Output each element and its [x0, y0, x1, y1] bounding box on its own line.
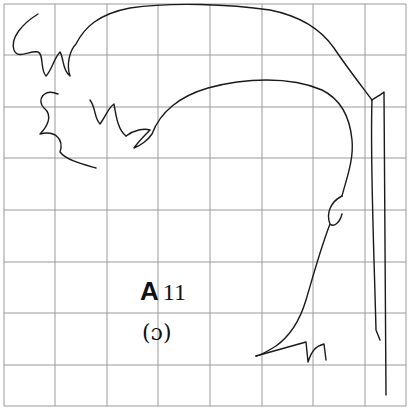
pharynx-wall [372, 92, 386, 395]
tongue [126, 80, 352, 196]
grid-horizontal [4, 4, 406, 406]
lower-teeth [90, 100, 126, 136]
figure-label: 11 [163, 280, 186, 304]
larynx [256, 342, 326, 362]
upper-lip-palate [13, 4, 372, 100]
outline [13, 4, 386, 395]
lower-lip [40, 92, 96, 168]
vowel-symbol: (ɔ) [142, 322, 172, 344]
epiglottis [256, 196, 342, 356]
pharynx-inner [371, 100, 380, 340]
figure-label: A [140, 278, 159, 304]
grid-vertical [4, 4, 406, 406]
grid [4, 4, 406, 406]
